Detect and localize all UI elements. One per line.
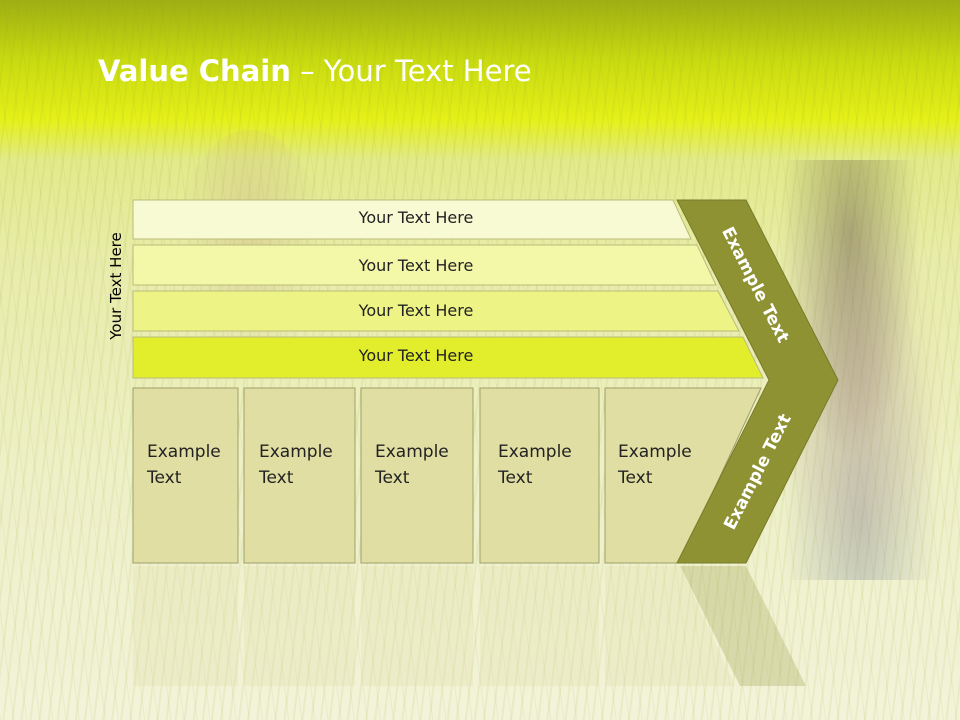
box-1	[132, 387, 239, 564]
band-1-label: Your Text Here	[358, 208, 474, 227]
box-4-line2: Text	[498, 468, 533, 488]
band-2-label: Your Text Here	[358, 256, 474, 275]
box-3	[360, 387, 474, 564]
band-4-label: Your Text Here	[358, 346, 474, 365]
band-4	[132, 336, 764, 379]
box-5-text: Example Text	[618, 439, 692, 491]
diagram-reflection	[133, 566, 806, 686]
band-1	[132, 199, 692, 240]
box-2-line2: Text	[259, 468, 294, 488]
title-rest: – Your Text Here	[290, 54, 532, 88]
slide-title: Value Chain – Your Text Here	[98, 54, 532, 88]
box-5-line2: Text	[618, 468, 653, 488]
box-2-line1: Example	[259, 442, 333, 462]
box-3-line1: Example	[375, 442, 449, 462]
box-1-line2: Text	[147, 468, 182, 488]
box-5-reflection	[605, 566, 735, 686]
box-4	[479, 387, 600, 564]
box-3-text: Example Text	[375, 439, 449, 491]
box-1-reflection	[133, 566, 238, 686]
box-3-line2: Text	[375, 468, 410, 488]
box-2-reflection	[244, 566, 355, 686]
box-3-reflection	[361, 566, 473, 686]
box-2	[243, 387, 356, 564]
band-3-label: Your Text Here	[358, 301, 474, 320]
box-2-text: Example Text	[259, 439, 333, 491]
box-4-reflection	[480, 566, 599, 686]
side-label: Your Text Here	[107, 232, 125, 340]
title-bold: Value Chain	[98, 54, 291, 88]
box-1-text: Example Text	[147, 439, 221, 491]
box-4-line1: Example	[498, 442, 572, 462]
box-4-text: Example Text	[498, 439, 572, 491]
box-1-line1: Example	[147, 442, 221, 462]
band-2	[132, 244, 717, 286]
chevron-arrow	[676, 199, 839, 564]
chevron-reflection	[680, 566, 806, 686]
band-3	[132, 290, 740, 332]
box-5-line1: Example	[618, 442, 692, 462]
